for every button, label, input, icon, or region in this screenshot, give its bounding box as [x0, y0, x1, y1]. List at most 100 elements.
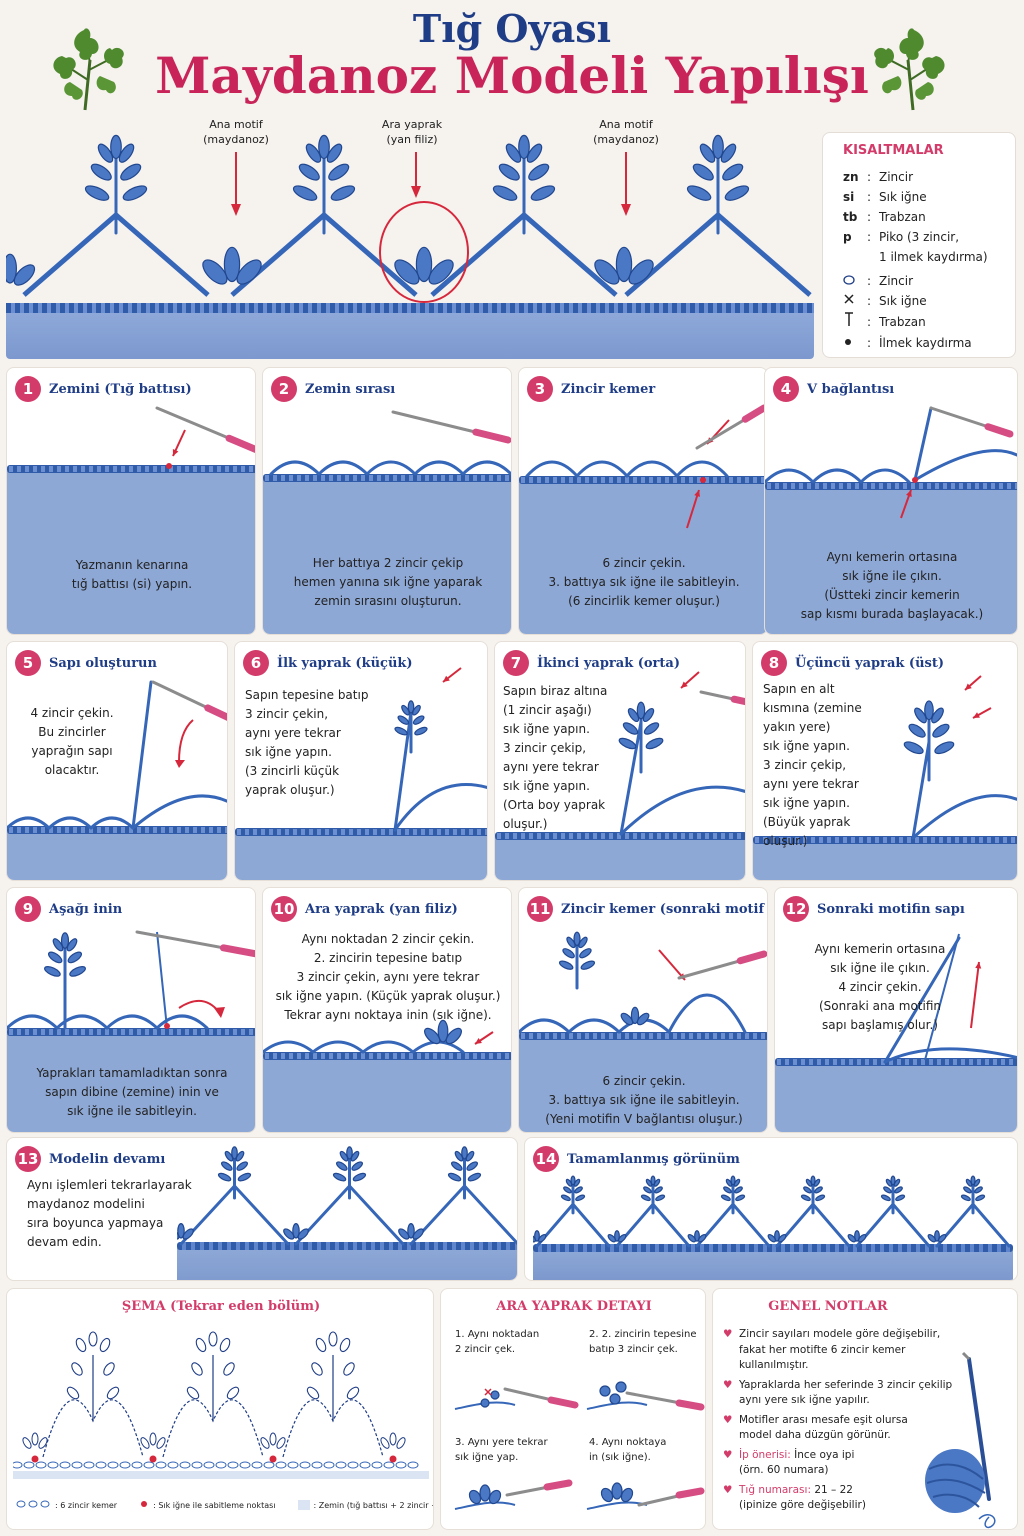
step-description: Yaprakları tamamladıktan sonra sapın dib… — [36, 1066, 228, 1118]
heart-icon: ♥ — [723, 1413, 733, 1426]
step-description: Aynı noktadan 2 zincir çekin. 2. zinciri… — [275, 932, 501, 1022]
schema-legend-2: : Sık iğne ile sabitleme noktası — [153, 1500, 276, 1510]
header-arrows — [231, 152, 631, 303]
ara-yaprak-detay-panel: ARA YAPRAK DETAYI 1. Aynı noktadan 2 zin… — [440, 1288, 706, 1530]
legend-symbol-val: Zincir — [879, 274, 914, 288]
step-description: 6 zincir çekin. 3. battıya sık iğne ile … — [545, 1074, 743, 1126]
step-number: 11 — [527, 896, 553, 922]
step-illustration — [765, 406, 1017, 634]
page-title: Maydanoz Modeli Yapılışı — [155, 46, 869, 105]
step-description: Sapın biraz altına (1 zincir aşağı) sık … — [503, 684, 608, 831]
step-description: Sapın tepesine batıp 3 zincir çekin, ayn… — [245, 688, 369, 797]
step-title: Zemin sırası — [305, 381, 396, 397]
legend-sep: : — [867, 170, 872, 184]
legend-val: Sık iğne — [879, 190, 927, 204]
chain-symbol-icon — [843, 271, 867, 291]
label-ana-motif-1: Ana motif (maydanoz) — [203, 118, 269, 146]
step-number: 14 — [533, 1146, 559, 1172]
legend-symbol-val: Trabzan — [879, 315, 926, 329]
hero-lace — [6, 134, 812, 297]
legend-sep: : — [867, 230, 872, 244]
step-title: V bağlantısı — [807, 381, 895, 397]
step-illustration — [753, 675, 1017, 880]
step-illustration — [495, 671, 745, 880]
step-illustration — [7, 680, 227, 880]
dot-symbol-icon — [843, 333, 867, 353]
schema-panel: ŞEMA (Tekrar eden bölüm) : 6 zincir keme… — [6, 1288, 434, 1530]
step-description: Aynı kemerin ortasına sık iğne ile çıkın… — [800, 550, 984, 621]
step-illustration — [775, 933, 1017, 1132]
step-title: İkinci yaprak (orta) — [537, 655, 680, 671]
legend-val: Piko (3 zincir, 1 ilmek kaydırma) — [879, 230, 988, 264]
detay-item-4: 4. Aynı noktaya in (sık iğne). — [589, 1437, 667, 1463]
genel-notlar-panel: GENEL NOTLAR ♥Zincir sayıları modele gör… — [712, 1288, 1018, 1530]
cross-symbol-icon — [843, 291, 867, 311]
legend-symbol-val: Sık iğne — [879, 294, 927, 308]
step-illustration — [7, 406, 255, 634]
notlar-title: GENEL NOTLAR — [768, 1299, 888, 1314]
step-title: Zincir kemer (sonraki motif için) — [561, 901, 767, 917]
note-text: 21 – 22 (ipinize göre değişebilir) — [739, 1483, 866, 1512]
heart-icon: ♥ — [723, 1448, 733, 1461]
step-illustration — [7, 930, 255, 1132]
detay-item-1: 1. Aynı noktadan 2 zincir çek. — [455, 1329, 540, 1355]
note-text: Yapraklarda her seferinde 3 zincir çekil… — [739, 1378, 953, 1407]
label-ana-motif-2: Ana motif (maydanoz) — [593, 118, 659, 146]
yarn-ball-icon — [925, 1351, 996, 1529]
schema-legend-3: : Zemin (tığ battısı + 2 zincir + si) — [313, 1500, 434, 1510]
detay-item-2: 2. 2. zincirin tepesine batıp 3 zincir ç… — [589, 1329, 697, 1355]
step-description: 6 zincir çekin. 3. battıya sık iğne ile … — [548, 556, 740, 608]
step-11-panel: 11 Zincir kemer (sonraki motif için) 6 zin… — [518, 887, 768, 1133]
step-title: Sonraki motifin sapı — [817, 901, 965, 917]
step-title: İlk yaprak (küçük) — [277, 655, 413, 671]
step-number: 2 — [271, 376, 297, 402]
step-illustration — [263, 1019, 511, 1132]
legend-key: si — [843, 190, 855, 204]
header: Tığ Oyası Maydanoz Modeli Yapılışı Ana m… — [0, 0, 1024, 362]
tee-symbol-icon — [843, 311, 867, 333]
base-square-icon — [297, 1500, 310, 1510]
legend-list: zn:Zincir si:Sık iğne tb:Trabzan p:Piko … — [843, 167, 1013, 353]
hero-image — [6, 115, 814, 359]
step-number: 6 — [243, 650, 269, 676]
step-description: 4 zincir çekin. Bu zincirler yaprağın sa… — [30, 706, 114, 777]
step-title: Ara yaprak (yan filiz) — [305, 901, 458, 917]
step-number: 8 — [761, 650, 787, 676]
step-number: 1 — [15, 376, 41, 402]
anchor-dot-icon — [139, 1499, 149, 1511]
step-3-panel: 3 Zincir kemer 6 zincir çekin. 3. battıya … — [518, 367, 768, 635]
step-number: 13 — [15, 1146, 41, 1172]
title-top: Tığ Oyası — [412, 6, 612, 51]
legend-symbol-val: İlmek kaydırma — [879, 336, 972, 350]
step-number: 9 — [15, 896, 41, 922]
step-illustration — [519, 931, 767, 1132]
step-title: Zincir kemer — [561, 381, 656, 397]
note-bold: Tığ numarası: — [739, 1483, 811, 1496]
step-number: 3 — [527, 376, 553, 402]
schema-legend-1: : 6 zincir kemer — [55, 1500, 118, 1510]
legend-key: tb — [843, 210, 858, 224]
step-number: 4 — [773, 376, 799, 402]
legend-val: Trabzan — [879, 210, 926, 224]
legend-val: Zincir — [879, 170, 914, 184]
schema-title: ŞEMA (Tekrar eden bölüm) — [121, 1299, 321, 1314]
legend-box: KISALTMALAR zn:Zincir si:Sık iğne tb:Tra… — [822, 132, 1016, 358]
chain-arc-icon — [15, 1499, 51, 1511]
detay-drawings — [454, 1381, 705, 1510]
legend-sep: : — [867, 210, 872, 224]
label-ara-yaprak: Ara yaprak (yan filiz) — [381, 118, 443, 146]
parsley-icon — [53, 28, 124, 111]
legend-key: p — [843, 230, 852, 244]
legend-sep: : — [867, 190, 872, 204]
